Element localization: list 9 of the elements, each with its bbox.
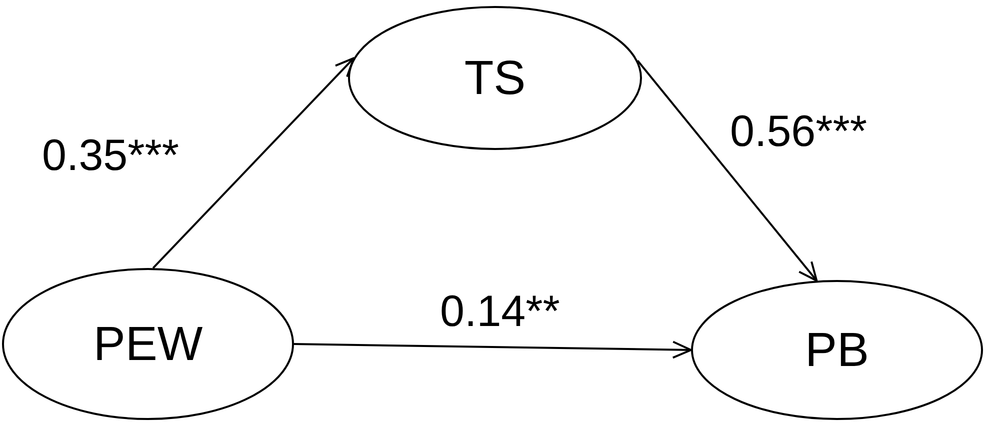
edge-label: 0.56***	[730, 110, 868, 154]
node-label: PEW	[93, 316, 203, 372]
node-label: TS	[464, 50, 526, 106]
arrow	[636, 60, 818, 282]
arrow	[152, 57, 355, 269]
node-label: PB	[804, 322, 870, 378]
edge-label: 0.35***	[42, 134, 180, 178]
arrow	[294, 340, 692, 359]
edge-label: 0.14**	[440, 290, 560, 334]
